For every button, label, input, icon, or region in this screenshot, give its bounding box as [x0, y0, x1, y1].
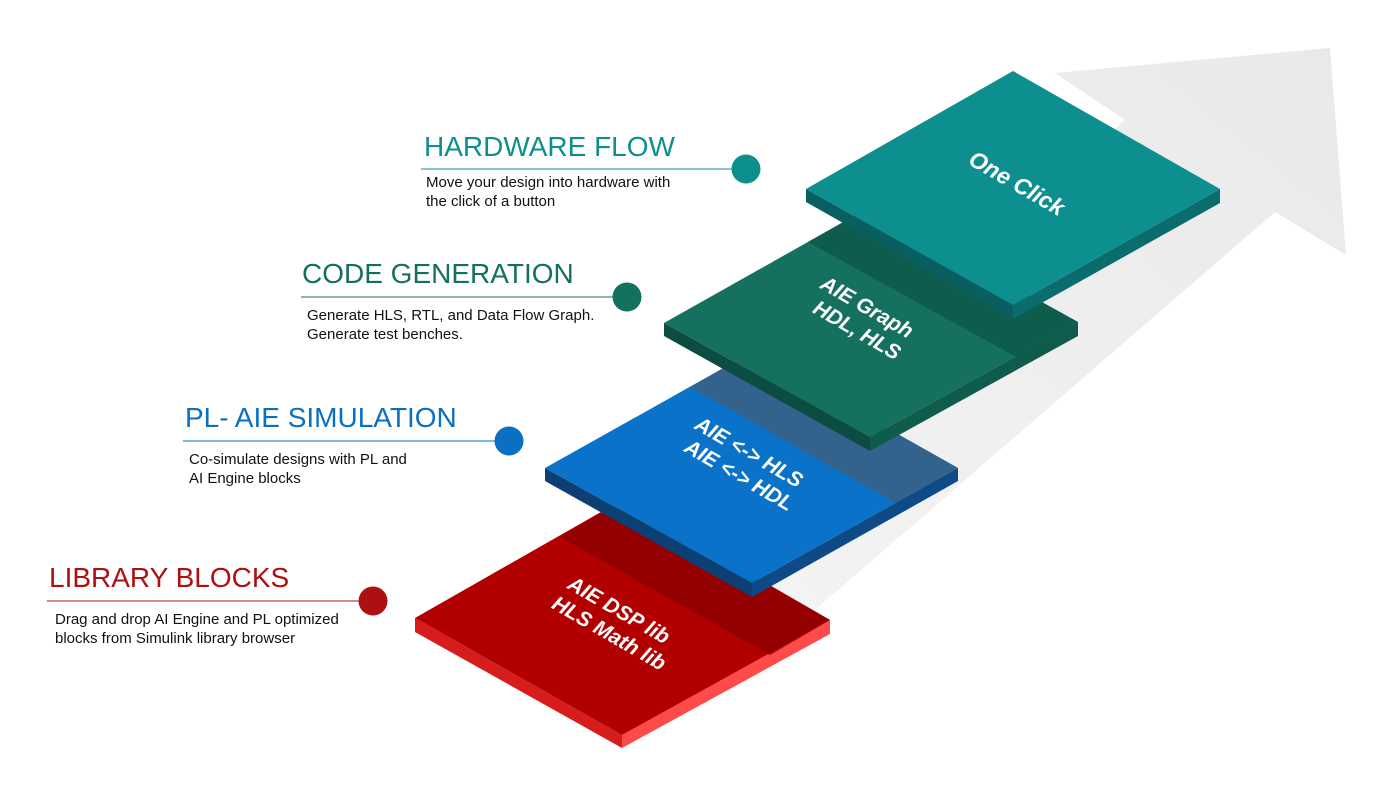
heading-library-blocks: LIBRARY BLOCKS — [49, 562, 290, 593]
slab-code-top — [664, 207, 1078, 437]
slab-pl-aie-simulation: AIE <-> HLS AIE <-> HDL — [545, 352, 958, 597]
slab-simulation-shadow — [690, 352, 958, 503]
heading-code-generation: CODE GENERATION — [302, 258, 574, 289]
connector-dot-library — [358, 586, 388, 616]
slab-simulation-front — [545, 468, 752, 597]
slab-library-blocks: AIE DSP lib HLS Math lib — [415, 500, 830, 748]
connector-dot-hardware — [731, 154, 761, 184]
desc-simulation-line-2: AI Engine blocks — [189, 470, 301, 487]
slab-simulation-side — [752, 468, 958, 597]
slab-hardware-side — [1013, 189, 1220, 319]
slab-code-generation: AIE Graph HDL, HLS — [664, 207, 1078, 451]
connector-dot-simulation — [494, 426, 524, 456]
desc-simulation-line-1: Co-simulate designs with PL and — [189, 451, 407, 468]
desc-pl-aie-simulation: Co-simulate designs with PL and AI Engin… — [189, 450, 407, 488]
desc-library-line-2: blocks from Simulink library browser — [55, 630, 296, 647]
slab-code-side — [870, 322, 1078, 451]
heading-pl-aie-simulation: PL- AIE SIMULATION — [185, 402, 457, 433]
desc-code-generation: Generate HLS, RTL, and Data Flow Graph. … — [307, 306, 594, 344]
desc-library-blocks: Drag and drop AI Engine and PL optimized… — [55, 610, 339, 648]
heading-hardware-flow: HARDWARE FLOW — [424, 131, 675, 162]
slab-library-top — [415, 500, 830, 735]
slab-code-shadow — [808, 207, 1078, 357]
desc-code-line-2: Generate test benches. — [307, 326, 463, 343]
slab-library-front — [415, 618, 622, 748]
slab-library-shadow — [560, 500, 830, 655]
desc-hardware-line-2: the click of a button — [426, 193, 556, 210]
slab-library-side — [622, 620, 830, 748]
desc-hardware-flow: Move your design into hardware with the … — [426, 173, 670, 211]
slab-hardware-top — [806, 71, 1220, 305]
connector-dot-code — [612, 282, 642, 312]
slab-code-front — [664, 323, 870, 451]
desc-code-line-1: Generate HLS, RTL, and Data Flow Graph. — [307, 307, 595, 324]
slab-hardware-front — [806, 189, 1013, 319]
desc-library-line-1: Drag and drop AI Engine and PL optimized — [55, 611, 339, 628]
desc-hardware-line-1: Move your design into hardware with — [426, 174, 671, 191]
slab-hardware-flow: One Click — [806, 71, 1220, 319]
slab-simulation-top — [545, 352, 958, 583]
